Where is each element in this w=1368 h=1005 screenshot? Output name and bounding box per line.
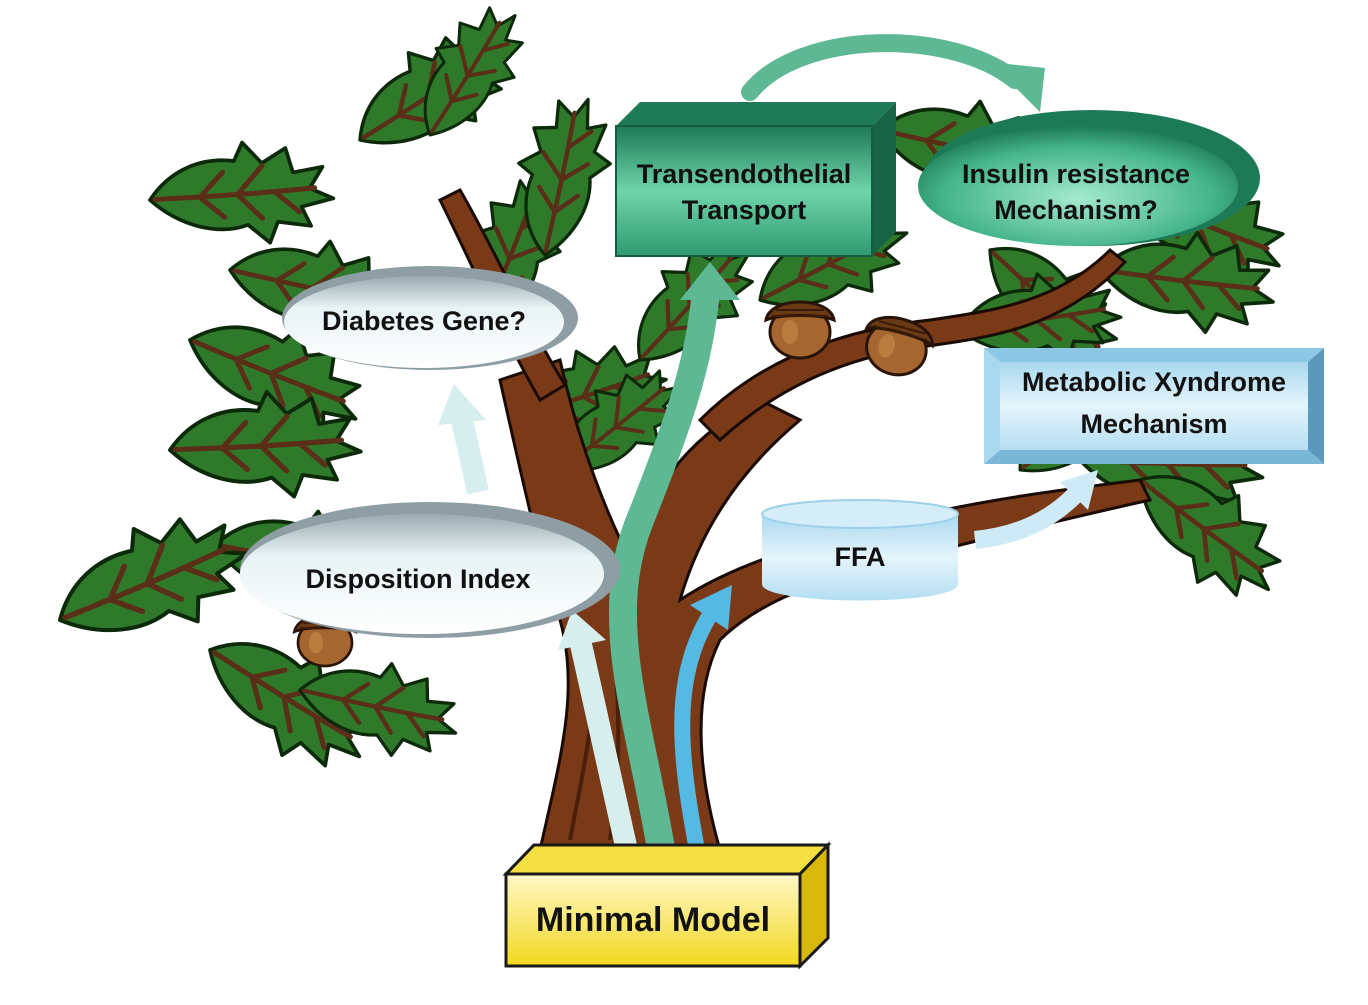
minimal-model-label: Minimal Model	[536, 901, 770, 939]
node-diabetes-gene: Diabetes Gene?	[282, 266, 578, 370]
arrow-model-to-disposition	[558, 610, 639, 858]
metabolic-label-line1: Metabolic Xyndrome	[1022, 367, 1286, 397]
arrow-ffa-to-metabolic	[973, 470, 1098, 549]
node-ffa: FFA	[761, 499, 959, 601]
disposition-index-label: Disposition Index	[305, 564, 530, 594]
transport-label-line2: Transport	[682, 195, 807, 225]
node-disposition-index: Disposition Index	[240, 502, 620, 638]
diabetes-gene-label: Diabetes Gene?	[322, 306, 526, 336]
ffa-label: FFA	[835, 542, 886, 572]
transport-label-line1: Transendothelial	[637, 159, 852, 189]
insulin-label-line2: Mechanism?	[994, 195, 1158, 225]
arrow-disposition-to-gene	[438, 384, 489, 495]
arrow-transport-to-insulin	[741, 34, 1045, 112]
node-transendothelial-transport: Transendothelial Transport	[615, 102, 896, 257]
node-metabolic-syndrome: Metabolic Xyndrome Mechanism	[984, 348, 1324, 464]
acorn-icon	[764, 300, 836, 360]
node-insulin-resistance: Insulin resistance Mechanism?	[918, 110, 1260, 246]
node-minimal-model: Minimal Model	[502, 841, 832, 970]
insulin-label-line1: Insulin resistance	[962, 159, 1190, 189]
arrow-model-to-ffa	[674, 585, 732, 857]
metabolic-label-line2: Mechanism	[1080, 409, 1227, 439]
arrow-model-to-transport	[608, 262, 740, 858]
